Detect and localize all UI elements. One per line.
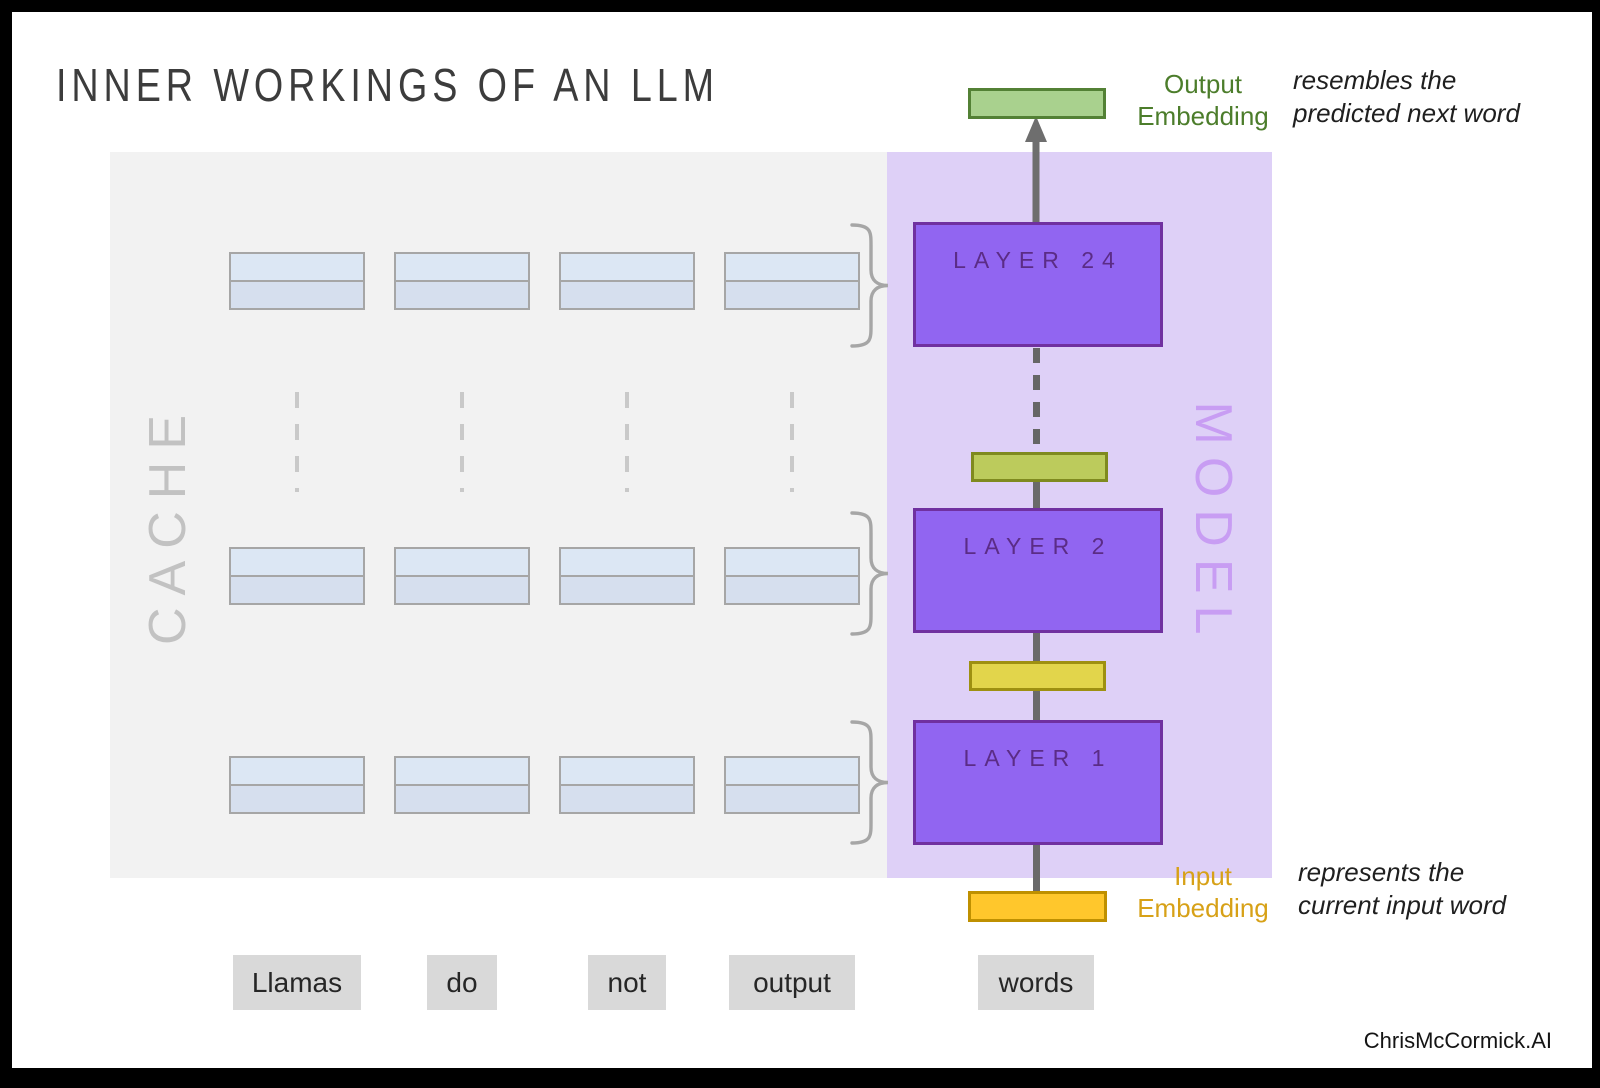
connector — [1033, 844, 1040, 893]
hidden-state-box-lower — [969, 661, 1106, 691]
hidden-state-box-upper — [971, 452, 1108, 482]
model-region-label: MODEL — [1184, 401, 1242, 647]
cache-cell — [724, 756, 860, 814]
cache-cell-key — [726, 758, 858, 786]
ellipsis-dashes — [460, 392, 464, 492]
cache-cell — [229, 252, 365, 310]
cache-region-label: CACHE — [139, 402, 197, 646]
connector — [1033, 480, 1040, 512]
cache-cell — [724, 547, 860, 605]
ellipsis-dashes — [625, 392, 629, 492]
output-arrow — [1025, 116, 1047, 226]
cache-cell-key — [396, 549, 528, 577]
cache-cell — [394, 756, 530, 814]
ellipsis-dashes — [790, 392, 794, 492]
cache-cell-key — [396, 254, 528, 282]
ellipsis-dashes — [295, 392, 299, 492]
brace-layer-2 — [850, 511, 890, 636]
cache-cell-key — [396, 758, 528, 786]
cache-cell — [724, 252, 860, 310]
current-word-token: words — [978, 955, 1094, 1010]
brace-layer-24 — [850, 223, 890, 348]
cache-cell-key — [561, 758, 693, 786]
page-title: INNER WORKINGS OF AN LLM — [56, 59, 719, 111]
output-embedding-note: resembles the predicted next word — [1293, 65, 1520, 128]
credit: ChrisMcCormick.AI — [1363, 1028, 1552, 1053]
layer-24-box: LAYER 24 — [913, 222, 1163, 347]
brace-layer-1 — [850, 720, 890, 845]
cache-cell-key — [726, 254, 858, 282]
cache-cell-key — [726, 549, 858, 577]
word-token: Llamas — [233, 955, 361, 1010]
slide: INNER WORKINGS OF AN LLM CACHE MODEL LAY… — [12, 12, 1592, 1068]
input-embedding-label: Input Embedding — [1137, 861, 1269, 923]
output-embedding-label: Output Embedding — [1137, 69, 1269, 131]
cache-cell — [394, 547, 530, 605]
word-token: output — [729, 955, 855, 1010]
connector — [1033, 632, 1040, 664]
cache-cell — [229, 547, 365, 605]
cache-cell — [559, 547, 695, 605]
cache-cell-key — [231, 758, 363, 786]
cache-cell — [559, 756, 695, 814]
dashed-connector — [1033, 348, 1040, 452]
cache-cell-key — [231, 254, 363, 282]
cache-cell — [394, 252, 530, 310]
output-embedding-box — [968, 88, 1106, 119]
input-embedding-note: represents the current input word — [1298, 857, 1507, 920]
cache-cell — [559, 252, 695, 310]
cache-cell-key — [561, 254, 693, 282]
connector — [1033, 689, 1040, 722]
layer-1-box: LAYER 1 — [913, 720, 1163, 845]
layer-2-box: LAYER 2 — [913, 508, 1163, 633]
cache-cell — [229, 756, 365, 814]
cache-cell-key — [231, 549, 363, 577]
input-embedding-box — [968, 891, 1107, 922]
cache-cell-key — [561, 549, 693, 577]
word-token: not — [588, 955, 666, 1010]
word-token: do — [427, 955, 497, 1010]
